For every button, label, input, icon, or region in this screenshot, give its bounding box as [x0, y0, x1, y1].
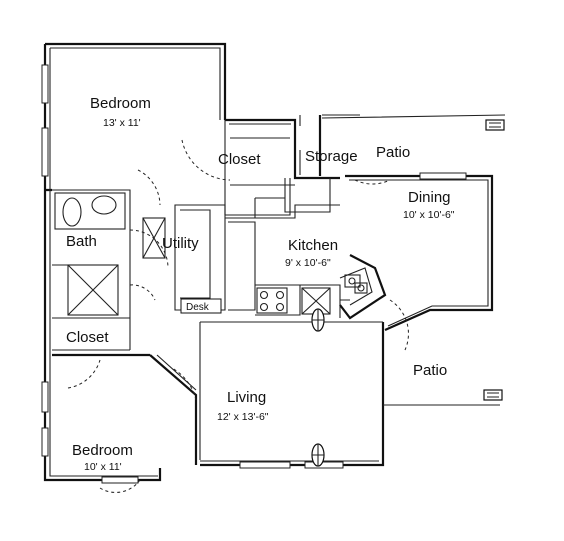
- kitchen-counter: [339, 254, 387, 320]
- desk-label: Desk: [186, 302, 210, 313]
- shower: [67, 264, 119, 316]
- patio2-label: Patio: [413, 362, 447, 379]
- bedroom2-label: Bedroom: [72, 442, 133, 459]
- ac-unit-icon: [483, 389, 503, 401]
- bedroom1-size: 13' x 11': [103, 117, 141, 129]
- closet1-label: Closet: [218, 151, 261, 168]
- dining-size: 10' x 10'-6": [403, 209, 455, 221]
- stove: [256, 287, 288, 314]
- kitchen-label: Kitchen: [288, 237, 338, 254]
- kitchen-size: 9' x 10'-6": [285, 257, 331, 269]
- bedroom2-size: 10' x 11': [84, 461, 122, 473]
- sink: [91, 195, 117, 215]
- storage-label: Storage: [305, 148, 358, 165]
- living-size: 12' x 13'-6": [217, 411, 269, 423]
- bath-label: Bath: [66, 233, 97, 250]
- inner-walls: [49, 47, 506, 477]
- bedroom1-label: Bedroom: [90, 95, 151, 112]
- patio1-label: Patio: [376, 144, 410, 161]
- dining-label: Dining: [408, 189, 451, 206]
- toilet: [62, 197, 82, 227]
- sink-basin-right: [354, 282, 368, 294]
- utility-label: Utility: [162, 235, 199, 252]
- ceiling-fixtures: [311, 308, 325, 467]
- windows: [41, 64, 467, 484]
- sink-basin-left: [344, 274, 361, 288]
- ac-unit-icon: [485, 119, 505, 131]
- bath-fixtures: [54, 192, 126, 316]
- closet2-label: Closet: [66, 329, 109, 346]
- doors: [67, 139, 409, 493]
- living-label: Living: [227, 389, 266, 406]
